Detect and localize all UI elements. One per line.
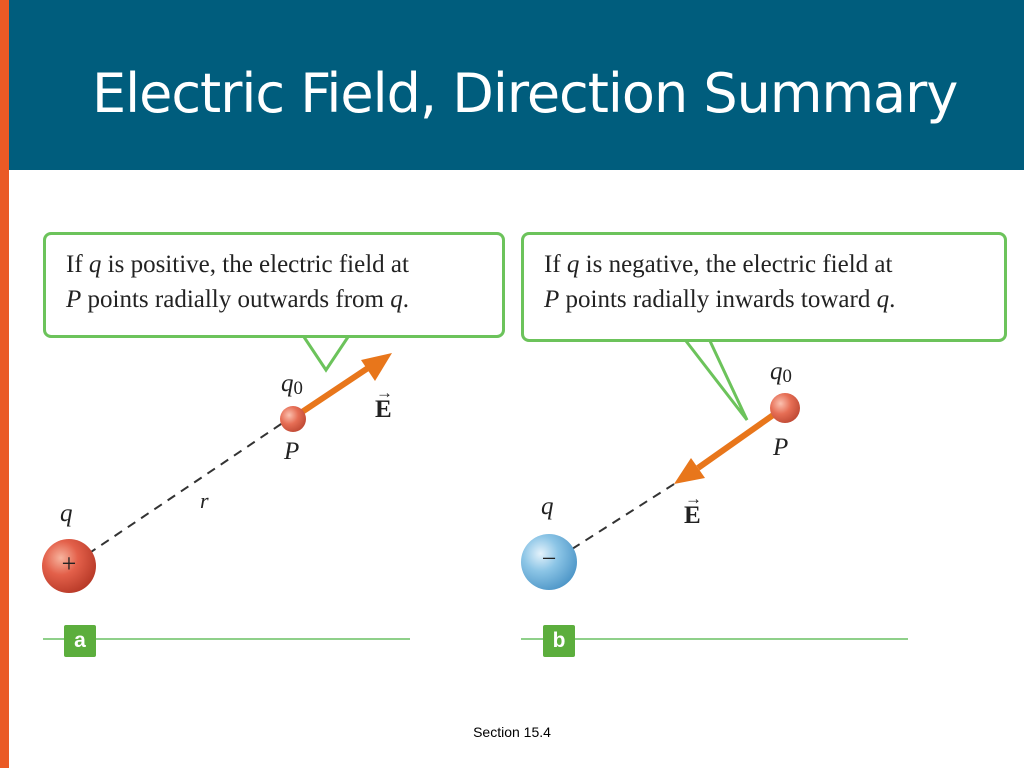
diagram-graphics bbox=[42, 336, 908, 640]
callout-b-q: q bbox=[876, 286, 890, 313]
distance-line-b bbox=[571, 478, 683, 550]
callout-a-line-1: If q is positive, the electric field at bbox=[66, 247, 482, 282]
field-label-a: →E bbox=[375, 383, 393, 424]
callout-a-text: If bbox=[66, 251, 89, 278]
test-charge-a bbox=[280, 406, 306, 432]
callout-a-text: is positive, the electric field at bbox=[101, 251, 409, 278]
source-charge-a-label: q bbox=[60, 500, 73, 527]
slide-footer: Section 15.4 bbox=[473, 724, 551, 740]
callout-a-q: q bbox=[390, 286, 403, 313]
source-charge-b-label: q bbox=[541, 493, 554, 520]
point-label-b: P bbox=[773, 434, 789, 461]
test-charge-b-subscript: 0 bbox=[782, 365, 792, 387]
negative-charge bbox=[521, 534, 577, 590]
callout-a-pointer bbox=[302, 336, 350, 373]
field-arrow-b-shaft bbox=[696, 410, 778, 471]
callout-b-text: points radially inwards toward bbox=[559, 286, 877, 313]
callout-b-text: . bbox=[889, 286, 896, 313]
field-label-b-text: E bbox=[684, 502, 701, 529]
test-charge-a-subscript: 0 bbox=[293, 377, 303, 399]
panel-a-tag: a bbox=[64, 625, 96, 657]
callout-b: If q is negative, the electric field at … bbox=[521, 232, 1007, 342]
vector-arrow-icon: → bbox=[685, 489, 702, 508]
callout-a-text: points radially outwards from bbox=[81, 286, 391, 313]
callout-b-text: If bbox=[544, 251, 567, 278]
callout-a-q: q bbox=[88, 251, 102, 278]
callout-a-line-2: P points radially outwards from q. bbox=[66, 282, 482, 317]
point-label-a: P bbox=[284, 438, 300, 465]
callout-a-P: P bbox=[66, 286, 82, 313]
test-charge-b-label: q0 bbox=[770, 358, 792, 388]
positive-charge bbox=[42, 539, 96, 593]
callout-b-line-2: P points radially inwards toward q. bbox=[544, 282, 984, 317]
diagram: If q is positive, the electric field at … bbox=[0, 170, 1024, 690]
title-bar: Electric Field, Direction Summary bbox=[9, 0, 1024, 170]
callout-a: If q is positive, the electric field at … bbox=[43, 232, 505, 338]
callout-b-P: P bbox=[544, 286, 560, 313]
test-charge-a-symbol: q bbox=[281, 370, 294, 397]
field-arrow-b-head bbox=[674, 458, 705, 484]
test-charge-b-symbol: q bbox=[770, 358, 783, 385]
panel-b-tag: b bbox=[543, 625, 575, 657]
callout-a-text: . bbox=[402, 286, 410, 313]
plus-sign: + bbox=[61, 549, 77, 578]
distance-line-a bbox=[87, 417, 291, 555]
minus-sign: − bbox=[541, 544, 557, 573]
callout-b-pointer bbox=[684, 340, 749, 421]
accent-bar bbox=[0, 0, 9, 768]
slide-title: Electric Field, Direction Summary bbox=[92, 62, 958, 125]
callout-b-line-1: If q is negative, the electric field at bbox=[544, 247, 984, 282]
callout-b-text: is negative, the electric field at bbox=[579, 251, 893, 278]
field-label-b: →E bbox=[684, 489, 702, 530]
field-label-a-text: E bbox=[375, 396, 392, 423]
vector-arrow-icon: → bbox=[376, 383, 393, 402]
test-charge-b bbox=[770, 393, 800, 423]
test-charge-a-label: q0 bbox=[281, 370, 303, 400]
callout-b-q: q bbox=[566, 251, 580, 278]
field-arrow-a-shaft bbox=[300, 365, 370, 415]
field-arrow-a-head bbox=[361, 353, 392, 381]
distance-label: r bbox=[200, 488, 209, 513]
